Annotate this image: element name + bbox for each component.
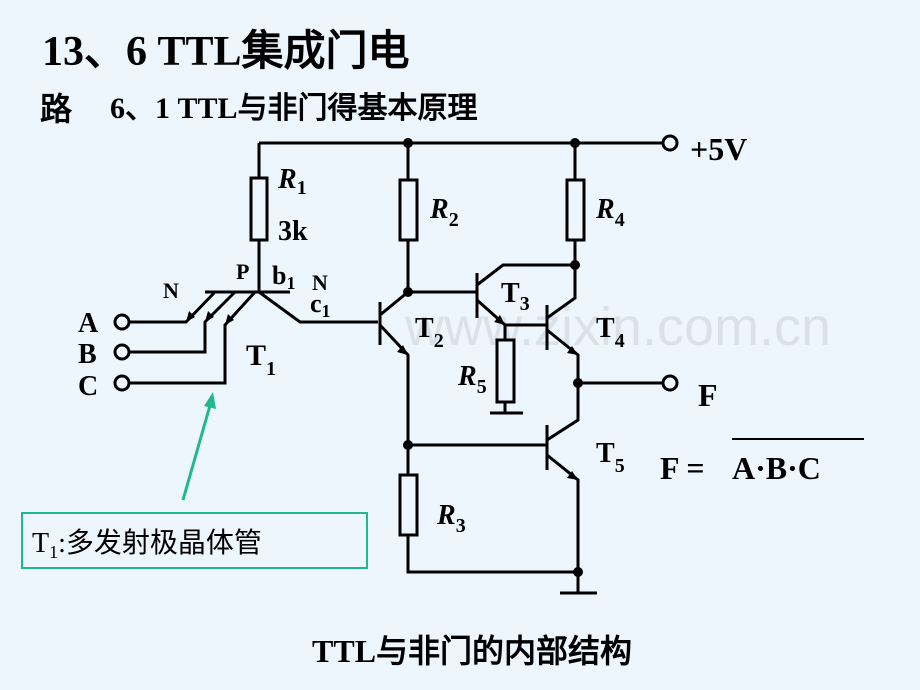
output-label: F — [698, 377, 718, 413]
svg-text:P: P — [236, 259, 249, 284]
svg-text:T5: T5 — [596, 438, 625, 477]
terminals — [113, 134, 679, 392]
callout-text: T1:多发射极晶体管 — [32, 527, 262, 562]
slide-subtitle: 6、1 TTL与非门得基本原理 — [110, 92, 478, 125]
transistor-labels: T1 T2 T3 T4 T5 — [246, 278, 625, 477]
svg-text:R2: R2 — [429, 194, 459, 231]
resistor-symbols — [249, 176, 586, 537]
svg-text:T4: T4 — [596, 313, 625, 352]
output-terminal — [661, 374, 679, 392]
resistor-labels: R1 3k R2 R4 R3 R5 — [277, 164, 625, 537]
svg-text:R4: R4 — [595, 194, 625, 231]
input-b-terminal — [113, 343, 131, 361]
resistor-r1 — [249, 176, 269, 242]
svg-text:F =: F = — [660, 450, 705, 486]
svg-text:R3: R3 — [436, 500, 466, 537]
svg-text:N: N — [163, 278, 179, 303]
svg-text:R1: R1 — [277, 164, 307, 199]
junction-labels: N P b1 N c1 — [163, 259, 331, 321]
input-a-terminal — [113, 313, 131, 331]
circuit-wires — [130, 141, 663, 595]
callout-arrow — [181, 392, 216, 501]
resistor-r4 — [565, 178, 586, 242]
supply-terminal — [661, 134, 679, 152]
input-c-label: C — [78, 371, 98, 402]
svg-text:N: N — [312, 270, 328, 295]
callout-box — [21, 512, 368, 569]
slide-title: 13、6 TTL集成门电 — [42, 28, 410, 75]
input-a-label: A — [78, 308, 99, 339]
watermark: www.zixin.com.cn — [404, 297, 831, 357]
junction-dots — [403, 138, 583, 577]
svg-text:T1: T1 — [246, 339, 276, 380]
resistor-r2 — [398, 178, 419, 242]
svg-text:T2: T2 — [415, 313, 444, 352]
input-c-terminal — [113, 374, 131, 392]
input-b-label: B — [78, 339, 97, 370]
supply-label: +5V — [690, 131, 747, 167]
resistor-r3 — [398, 473, 419, 537]
r1-value: 3k — [278, 216, 308, 247]
svg-text:c1: c1 — [310, 289, 331, 321]
resistor-r5 — [495, 338, 516, 404]
svg-text:b1: b1 — [272, 261, 295, 293]
svg-text:A·B·C: A·B·C — [732, 450, 821, 486]
svg-text:T3: T3 — [501, 278, 530, 315]
figure-caption: TTL与非门的内部结构 — [312, 633, 632, 669]
slide-title-wrap: 路 — [40, 91, 73, 127]
logic-formula: F = A·B·C — [660, 438, 864, 486]
svg-text:R5: R5 — [457, 361, 487, 398]
